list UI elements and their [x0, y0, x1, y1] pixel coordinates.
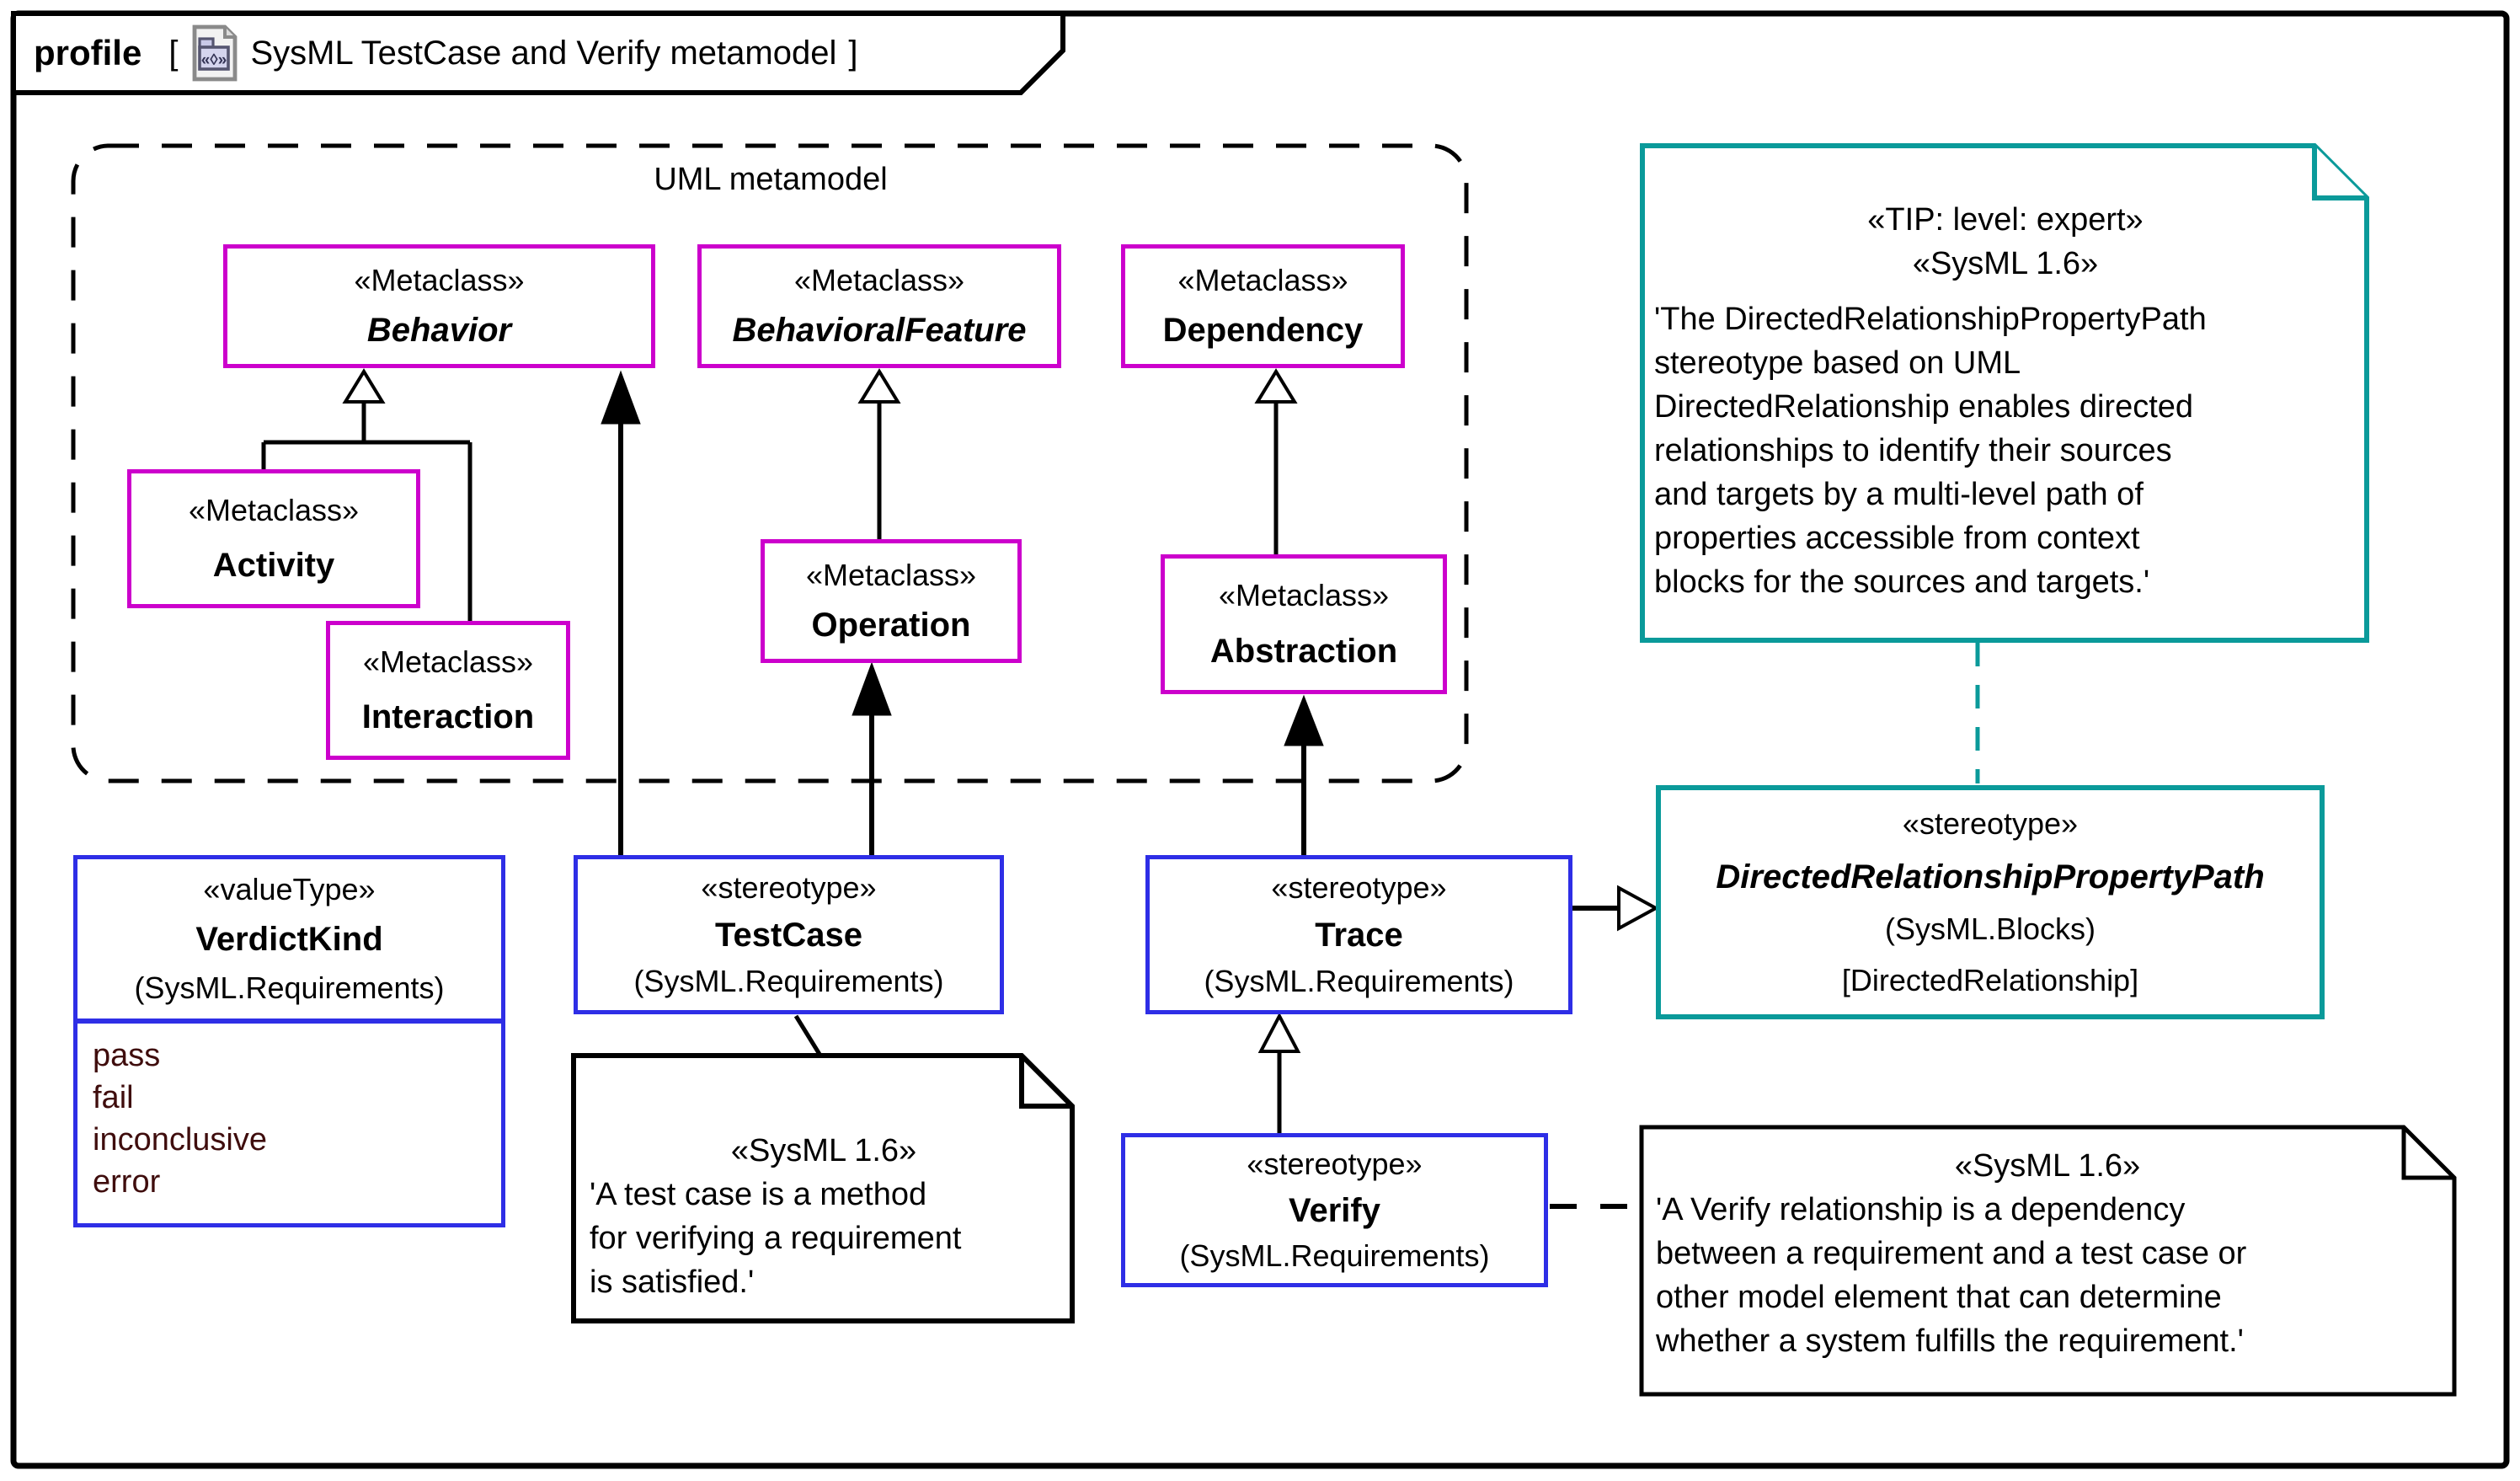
enum-literal: inconclusive [93, 1122, 267, 1158]
verify-note: «SysML 1.6» 'A Verify relationship is a … [1656, 1144, 2439, 1363]
metaclass-name: BehavioralFeature [732, 312, 1027, 350]
stereotype-name: DirectedRelationshipPropertyPath [1716, 858, 2265, 896]
enum-literal: error [93, 1164, 161, 1200]
metaclass-keyword: «Metaclass» [354, 262, 525, 297]
enum-literal: pass [93, 1038, 161, 1073]
metaclass-keyword: «Metaclass» [188, 492, 360, 527]
metaclass-behavioralfeature: «Metaclass» BehavioralFeature [697, 244, 1061, 368]
testcase-note-version: «SysML 1.6» [730, 1133, 917, 1168]
diagram-header: profile [ «◊» SysML TestCase and Verify … [34, 24, 857, 83]
metaclass-abstraction: «Metaclass» Abstraction [1161, 554, 1447, 694]
tip-note-version: «SysML 1.6» [1912, 246, 2099, 281]
stereotype-package: (SysML.Requirements) [1204, 964, 1514, 999]
stereotype-keyword: «stereotype» [701, 869, 877, 905]
stereotype-verify: «stereotype» Verify (SysML.Requirements) [1121, 1133, 1548, 1287]
valuetype-name: VerdictKind [195, 920, 383, 958]
metaclass-name: Dependency [1162, 312, 1364, 350]
verify-note-body: 'A Verify relationship is a dependency b… [1656, 1192, 2247, 1359]
metaclass-keyword: «Metaclass» [1218, 578, 1390, 612]
stereotype-name: TestCase [715, 916, 862, 954]
tip-note-keyword: «TIP: level: expert» [1867, 202, 2144, 238]
tip-note: «TIP: level: expert» «SysML 1.6» 'The Di… [1654, 198, 2357, 604]
metaclass-dependency: «Metaclass» Dependency [1121, 244, 1405, 368]
metaclass-keyword: «Metaclass» [793, 262, 965, 297]
testcase-note: «SysML 1.6» 'A test case is a method for… [590, 1129, 1058, 1304]
stereotype-keyword: «stereotype» [1247, 1147, 1423, 1182]
stereotype-name: Verify [1289, 1191, 1380, 1229]
verdictkind-literals: pass fail inconclusive error [93, 1035, 267, 1203]
stereotype-keyword: «stereotype» [1902, 806, 2079, 842]
diagram-kind-label: profile [34, 33, 142, 72]
stereotype-name: Trace [1315, 916, 1403, 954]
verify-note-version: «SysML 1.6» [1954, 1148, 2141, 1184]
valuetype-keyword: «valueType» [203, 872, 376, 907]
stereotype-testcase: «stereotype» TestCase (SysML.Requirement… [574, 855, 1004, 1014]
valuetype-verdictkind: «valueType» VerdictKind (SysML.Requireme… [73, 855, 505, 1227]
stereotype-package: (SysML.Requirements) [633, 964, 944, 999]
stereotype-package: (SysML.Requirements) [1179, 1238, 1490, 1273]
metaclass-name: Behavior [366, 312, 512, 350]
enum-literal: fail [93, 1080, 134, 1115]
bracket-close: ] [848, 34, 858, 72]
metaclass-name: Operation [811, 607, 971, 644]
tip-note-body: 'The DirectedRelationshipPropertyPath st… [1654, 302, 2207, 600]
stereotype-trace: «stereotype» Trace (SysML.Requirements) [1145, 855, 1572, 1014]
stereotype-package: (SysML.Blocks) [1884, 912, 2096, 947]
stereotype-directedrelationshippropertypath: «stereotype» DirectedRelationshipPropert… [1656, 785, 2325, 1019]
stereotype-base-class: [DirectedRelationship] [1841, 962, 2139, 997]
metaclass-keyword: «Metaclass» [362, 644, 534, 679]
profile-diagram-icon: «◊» [190, 24, 238, 83]
metaclass-behavior: «Metaclass» Behavior [223, 244, 655, 368]
diagram-title: SysML TestCase and Verify metamodel [250, 34, 837, 72]
metaclass-keyword: «Metaclass» [1177, 262, 1348, 297]
metaclass-activity: «Metaclass» Activity [127, 469, 420, 608]
metaclass-interaction: «Metaclass» Interaction [326, 621, 570, 760]
uml-metamodel-frame-label: UML metamodel [654, 162, 888, 197]
valuetype-package: (SysML.Requirements) [134, 970, 445, 1005]
metaclass-keyword: «Metaclass» [805, 557, 977, 592]
metaclass-name: Interaction [361, 698, 535, 736]
compartment-divider [77, 1019, 502, 1024]
stereotype-keyword: «stereotype» [1271, 869, 1447, 905]
svg-text:«◊»: «◊» [201, 51, 227, 69]
testcase-note-body: 'A test case is a method for verifying a… [590, 1177, 962, 1300]
metaclass-name: Abstraction [1209, 633, 1398, 670]
bracket-open: [ [168, 34, 179, 72]
metaclass-operation: «Metaclass» Operation [761, 539, 1022, 663]
metaclass-name: Activity [212, 547, 335, 585]
